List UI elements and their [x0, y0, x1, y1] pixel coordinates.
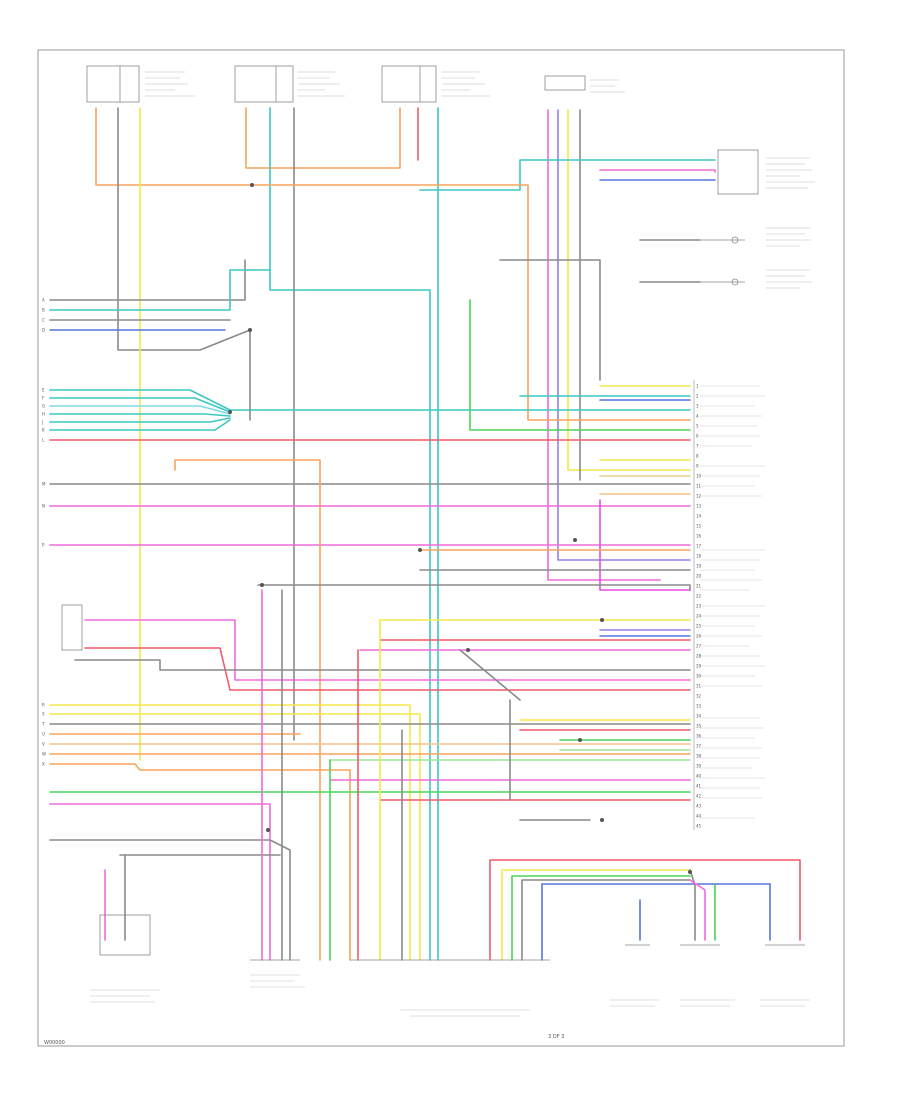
left-pin-label: G [42, 404, 45, 409]
wires [49, 107, 801, 961]
left-pin-label: V [42, 742, 45, 747]
left-pin-label: B [42, 308, 45, 313]
left-pin-label: N [42, 504, 45, 509]
footer-left-code: W00000 [44, 1040, 65, 1046]
bottom-components [61, 604, 805, 961]
left-pin-label: L [42, 438, 45, 443]
left-pin-label: K [42, 428, 45, 433]
right-pin-label: 21 [696, 584, 702, 589]
right-pin-label: 10 [696, 474, 702, 479]
left-pin-label: R [42, 703, 45, 708]
connector-labels-faint [145, 71, 815, 289]
right-pin-label: 44 [696, 814, 702, 819]
left-pin-label: E [42, 388, 45, 393]
right-pin-label: 26 [696, 634, 702, 639]
connector-top-3 [381, 65, 437, 103]
right-pin-label: 12 [696, 494, 702, 499]
right-pin-label: 13 [696, 504, 702, 509]
left-pin-label: S [42, 712, 45, 717]
right-pin-label: 6 [696, 434, 699, 439]
left-pin-label: W [42, 752, 46, 757]
right-pin-label: 41 [696, 784, 702, 789]
bottom-labels-faint [90, 974, 810, 1017]
right-pin-label: 32 [696, 694, 702, 699]
right-pin-label: 33 [696, 704, 702, 709]
right-pin-label: 38 [696, 754, 702, 759]
pcm-connector [693, 380, 765, 830]
right-pin-label: 43 [696, 804, 702, 809]
right-pin-label: 7 [696, 444, 699, 449]
right-pin-label: 17 [696, 544, 702, 549]
left-pin-label: A [42, 298, 45, 303]
right-pin-label: 9 [696, 464, 699, 469]
right-pin-label: 14 [696, 514, 702, 519]
right-sensors [700, 149, 759, 286]
right-pin-label: 19 [696, 564, 702, 569]
connector-top-4 [544, 75, 586, 91]
top-connectors [86, 65, 586, 103]
right-pin-label: 45 [696, 824, 702, 829]
left-pin-label: T [41, 722, 45, 727]
left-pin-label: U [42, 732, 45, 737]
left-pin-label: D [42, 328, 45, 333]
right-pin-label: 5 [696, 424, 699, 429]
right-pin-label: 30 [696, 674, 702, 679]
left-pin-label: J [41, 420, 43, 425]
right-pin-label: 2 [696, 394, 699, 399]
right-pin-label: 20 [696, 574, 702, 579]
splice-points [228, 183, 692, 874]
right-pin-label: 8 [696, 454, 699, 459]
right-pin-label: 27 [696, 644, 702, 649]
footer-center-code: 3 OF 3 [548, 1034, 564, 1040]
right-pin-label: 22 [696, 594, 702, 599]
right-pin-label: 35 [696, 724, 702, 729]
right-pin-label: 16 [696, 534, 702, 539]
connector-top-2 [234, 65, 294, 103]
right-pin-label: 36 [696, 734, 702, 739]
connector-top-1 [86, 65, 140, 103]
left-pin-label: X [42, 762, 45, 767]
right-pin-label: 28 [696, 654, 702, 659]
right-pin-label: 18 [696, 554, 702, 559]
right-pin-label: 31 [696, 684, 702, 689]
right-pin-labels: 1234567891011121314151617181920212223242… [696, 384, 702, 829]
right-pin-label: 1 [696, 384, 699, 389]
right-pin-label: 4 [696, 414, 699, 419]
left-pin-label: M [42, 482, 46, 487]
left-pin-label: F [42, 396, 45, 401]
right-pin-label: 34 [696, 714, 702, 719]
right-pin-label: 29 [696, 664, 702, 669]
right-pin-label: 23 [696, 604, 702, 609]
diagram-frame [37, 49, 845, 1047]
right-pin-label: 24 [696, 614, 702, 619]
right-pin-label: 11 [696, 484, 702, 489]
left-pin-label: H [42, 412, 45, 417]
right-pin-label: 37 [696, 744, 702, 749]
right-pin-label: 40 [696, 774, 702, 779]
right-pin-label: 25 [696, 624, 702, 629]
right-pin-label: 42 [696, 794, 702, 799]
left-pin-label: C [42, 318, 45, 323]
left-pin-label: P [42, 543, 45, 548]
right-pin-label: 15 [696, 524, 702, 529]
right-pin-label: 3 [696, 404, 699, 409]
right-pin-label: 39 [696, 764, 702, 769]
